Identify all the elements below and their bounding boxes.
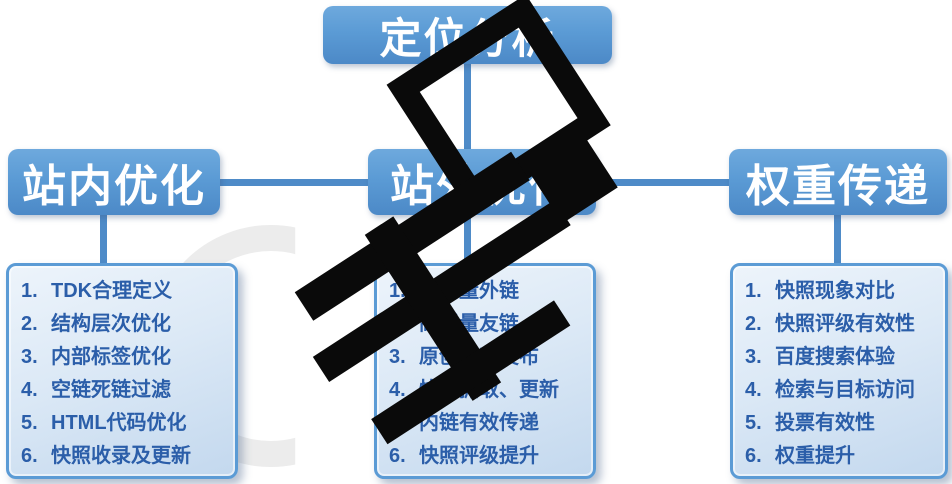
panel-offsite: 1. 高质量外链 2. 高质量友链 3. 原创内容发布 4. 快照抓取、更新 5. 内链有… (374, 263, 596, 479)
list-item: 6. 快照评级提升 (389, 440, 587, 473)
item-text: 原创内容发布 (419, 346, 539, 368)
list-item: 5. 内链有效传递 (389, 407, 587, 440)
list-item: 6. 权重提升 (745, 440, 939, 473)
list-item: 5. HTML代码优化 (21, 407, 229, 440)
item-text: 内链有效传递 (419, 412, 539, 434)
node-branch-onsite: 站内优化 (8, 149, 220, 215)
item-number: 3. (745, 346, 762, 368)
node-branch-label: 权重传递 (746, 162, 930, 211)
item-text: 百度搜索体验 (775, 346, 895, 368)
list-item: 1. 高质量外链 (389, 275, 587, 308)
item-number: 2. (745, 313, 762, 335)
item-number: 6. (389, 445, 406, 467)
node-branch-offsite: 站外优化 (368, 149, 596, 215)
node-branch-label: 站外优化 (390, 162, 574, 211)
node-root: 定位分析 (323, 6, 612, 64)
item-number: 6. (745, 445, 762, 467)
item-number: 1. (745, 280, 762, 302)
node-branch-label: 站内优化 (22, 162, 206, 211)
connector-branch0-to-panel (100, 215, 107, 265)
item-list: 1. TDK合理定义 2. 结构层次优化 3. 内部标签优化 4. 空链死链过滤 5. H… (21, 275, 229, 473)
item-number: 2. (21, 313, 38, 335)
item-text: 检索与目标访问 (775, 379, 915, 401)
item-number: 3. (389, 346, 406, 368)
list-item: 1. TDK合理定义 (21, 275, 229, 308)
node-branch-weight: 权重传递 (729, 149, 947, 215)
list-item: 3. 百度搜索体验 (745, 341, 939, 374)
item-text: 快照评级有效性 (775, 313, 915, 335)
item-text: 结构层次优化 (51, 313, 171, 335)
item-number: 2. (389, 313, 406, 335)
item-text: 权重提升 (775, 445, 855, 467)
item-text: 快照评级提升 (419, 445, 539, 467)
connector-branch2-to-panel (834, 215, 841, 265)
connector-branch1-to-panel (464, 215, 471, 265)
item-number: 4. (389, 379, 406, 401)
list-item: 2. 快照评级有效性 (745, 308, 939, 341)
list-item: 4. 快照抓取、更新 (389, 374, 587, 407)
item-text: 快照现象对比 (775, 280, 895, 302)
item-number: 4. (745, 379, 762, 401)
list-item: 2. 高质量友链 (389, 308, 587, 341)
list-item: 3. 原创内容发布 (389, 341, 587, 374)
panel-weight: 1. 快照现象对比 2. 快照评级有效性 3. 百度搜索体验 4. 检索与目标访问 5.… (730, 263, 948, 479)
node-root-label: 定位分析 (379, 14, 556, 62)
item-text: 快照收录及更新 (51, 445, 191, 467)
list-item: 1. 快照现象对比 (745, 275, 939, 308)
item-number: 5. (21, 412, 38, 434)
item-number: 3. (21, 346, 38, 368)
connector-root-to-row (464, 64, 471, 182)
item-text: HTML代码优化 (51, 412, 187, 434)
list-item: 5. 投票有效性 (745, 407, 939, 440)
item-list: 1. 快照现象对比 2. 快照评级有效性 3. 百度搜索体验 4. 检索与目标访问 5.… (745, 275, 939, 473)
list-item: 2. 结构层次优化 (21, 308, 229, 341)
item-number: 5. (745, 412, 762, 434)
item-number: 6. (21, 445, 38, 467)
item-number: 5. (389, 412, 406, 434)
list-item: 6. 快照收录及更新 (21, 440, 229, 473)
item-text: TDK合理定义 (51, 280, 173, 302)
item-text: 投票有效性 (775, 412, 875, 434)
item-text: 快照抓取、更新 (419, 379, 559, 401)
item-number: 1. (21, 280, 38, 302)
panel-onsite: 1. TDK合理定义 2. 结构层次优化 3. 内部标签优化 4. 空链死链过滤 5. H… (6, 263, 238, 479)
item-number: 4. (21, 379, 38, 401)
item-text: 高质量友链 (419, 313, 519, 335)
item-text: 高质量外链 (419, 280, 519, 302)
list-item: 3. 内部标签优化 (21, 341, 229, 374)
list-item: 4. 检索与目标访问 (745, 374, 939, 407)
item-text: 内部标签优化 (51, 346, 171, 368)
item-list: 1. 高质量外链 2. 高质量友链 3. 原创内容发布 4. 快照抓取、更新 5. 内链有… (389, 275, 587, 473)
item-text: 空链死链过滤 (51, 379, 171, 401)
list-item: 4. 空链死链过滤 (21, 374, 229, 407)
item-number: 1. (389, 280, 406, 302)
